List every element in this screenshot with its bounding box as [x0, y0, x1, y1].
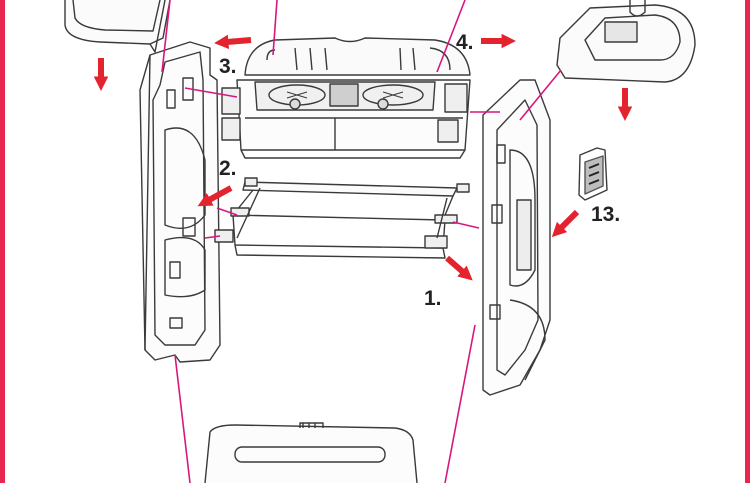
step-label-13: 13.	[591, 203, 621, 226]
exploded-view-drawing	[64, 0, 696, 483]
arrow-right-rack	[445, 255, 473, 281]
arrow-left-grill	[214, 34, 252, 50]
cabinet-door	[204, 422, 418, 483]
step-label-3: 3.	[219, 55, 237, 78]
step-label-1: 1.	[424, 287, 442, 310]
step-label-2: 2.	[219, 157, 237, 180]
assembly-guide-lines	[161, 0, 562, 483]
left-side-panel	[139, 41, 221, 363]
lower-shelf-rack	[214, 177, 470, 259]
direction-arrows	[93, 33, 633, 281]
step-label-4: 4.	[456, 31, 474, 54]
right-side-panel	[482, 79, 551, 396]
arrow-left-rack	[197, 185, 233, 207]
small-accessory-part	[578, 147, 608, 201]
left-side-tray	[64, 0, 171, 53]
grill-body	[221, 37, 471, 159]
right-side-tray	[556, 0, 696, 83]
arrow-accessory	[551, 209, 580, 238]
